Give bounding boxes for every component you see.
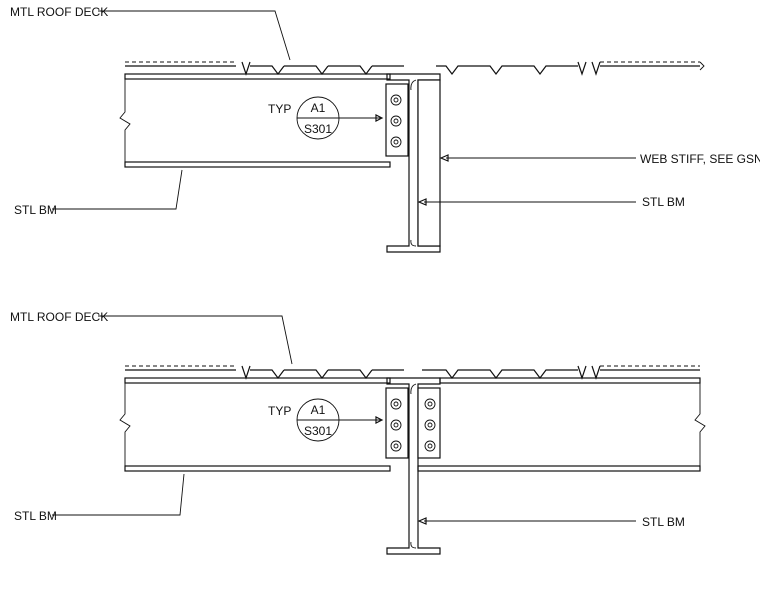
roof-deck-label: MTL ROOF DECK xyxy=(10,310,108,324)
callout-typ: TYP xyxy=(268,404,291,418)
web-stiffener xyxy=(417,79,441,247)
detail-callout: TYP A1 S301 xyxy=(268,96,384,140)
roof-deck xyxy=(125,365,700,380)
bolt-icon xyxy=(390,115,402,127)
girder-label: STL BM xyxy=(642,515,685,529)
label-steel-beam: STL BM xyxy=(14,473,185,523)
callout-sheet: S301 xyxy=(304,424,332,438)
bolt-icon xyxy=(424,398,436,410)
steel-beam-label: STL BM xyxy=(14,509,57,523)
bolt-icon xyxy=(390,440,402,452)
bolt-icon xyxy=(390,419,402,431)
callout-typ: TYP xyxy=(268,102,291,116)
steel-beam-right xyxy=(417,377,706,472)
detail-callout: TYP A1 S301 xyxy=(268,398,384,442)
detail-bottom: TYP A1 S301 MTL ROOF DECK STL BM STL BM xyxy=(10,310,706,555)
roof-deck xyxy=(125,61,705,76)
steel-beam-left xyxy=(119,73,391,168)
bolt-icon xyxy=(390,136,402,148)
label-roof-deck: MTL ROOF DECK xyxy=(10,5,291,61)
label-girder: STL BM xyxy=(417,195,685,209)
shear-tab-connection xyxy=(385,83,409,157)
callout-id: A1 xyxy=(311,101,326,115)
bolt-icon xyxy=(390,94,402,106)
label-web-stiffener: WEB STIFF, SEE GSN xyxy=(439,152,760,166)
steel-girder-section xyxy=(386,377,441,555)
bolt-icon xyxy=(424,419,436,431)
label-roof-deck: MTL ROOF DECK xyxy=(10,310,293,365)
shear-tab-connection-right xyxy=(417,387,441,459)
steel-beam-label: STL BM xyxy=(14,203,57,217)
girder-label: STL BM xyxy=(642,195,685,209)
bolt-icon xyxy=(424,440,436,452)
web-stiffener-label: WEB STIFF, SEE GSN xyxy=(640,152,760,166)
detail-top: TYP A1 S301 MTL ROOF DECK STL BM WEB STI… xyxy=(10,5,760,253)
bolt-icon xyxy=(390,398,402,410)
label-steel-beam: STL BM xyxy=(14,169,183,217)
label-girder: STL BM xyxy=(417,515,685,529)
shear-tab-connection-left xyxy=(385,387,409,459)
roof-deck-label: MTL ROOF DECK xyxy=(10,5,108,19)
steel-beam-left xyxy=(119,377,391,472)
callout-id: A1 xyxy=(311,403,326,417)
callout-sheet: S301 xyxy=(304,122,332,136)
